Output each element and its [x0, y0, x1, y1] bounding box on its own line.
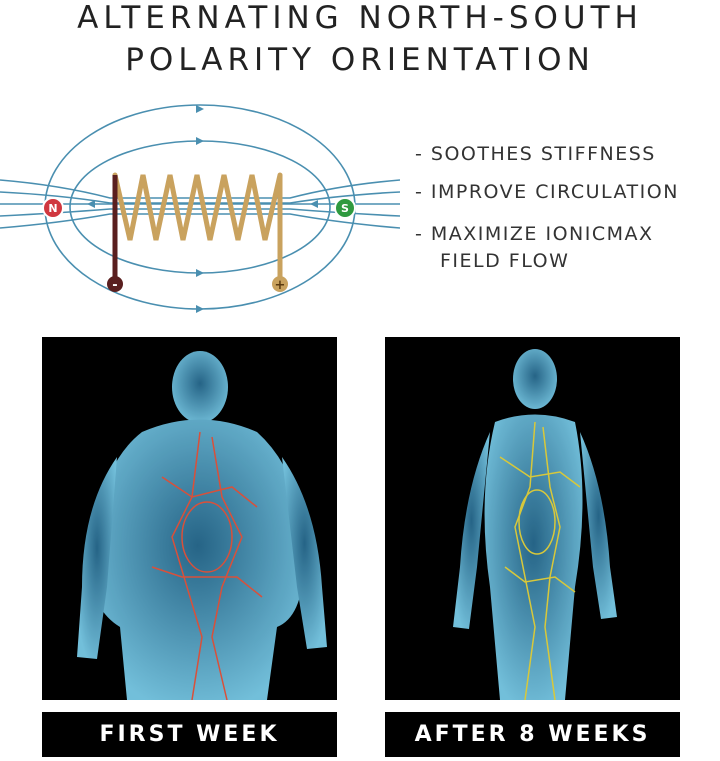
north-pole-badge: N — [42, 197, 64, 219]
benefit-item: FIELD FLOW — [440, 250, 570, 272]
svg-text:S: S — [341, 202, 349, 215]
lymph-veins — [151, 431, 263, 700]
title-line-2: POLARITY ORIENTATION — [125, 42, 595, 78]
south-pole-badge: S — [334, 197, 356, 219]
svg-text:+: + — [275, 278, 286, 293]
svg-text:-: - — [112, 278, 117, 293]
benefit-item: - SOOTHES STIFFNESS — [415, 143, 656, 165]
svg-text:N: N — [48, 202, 57, 215]
benefit-item: - IMPROVE CIRCULATION — [415, 181, 679, 203]
after-8-weeks-caption: AFTER 8 WEEKS — [385, 712, 680, 757]
before-body-image — [42, 337, 337, 700]
magnetic-coil-diagram: - + N S — [0, 104, 400, 313]
coil — [112, 172, 283, 241]
negative-terminal: - — [107, 276, 123, 293]
lymph-veins — [499, 421, 581, 700]
first-week-caption: FIRST WEEK — [42, 712, 337, 757]
title-line-1: ALTERNATING NORTH-SOUTH — [77, 0, 643, 36]
field-arrows — [87, 105, 318, 313]
positive-terminal: + — [272, 276, 288, 293]
benefit-item: - MAXIMIZE IONICMAX — [415, 223, 654, 245]
after-body-image — [385, 337, 680, 700]
